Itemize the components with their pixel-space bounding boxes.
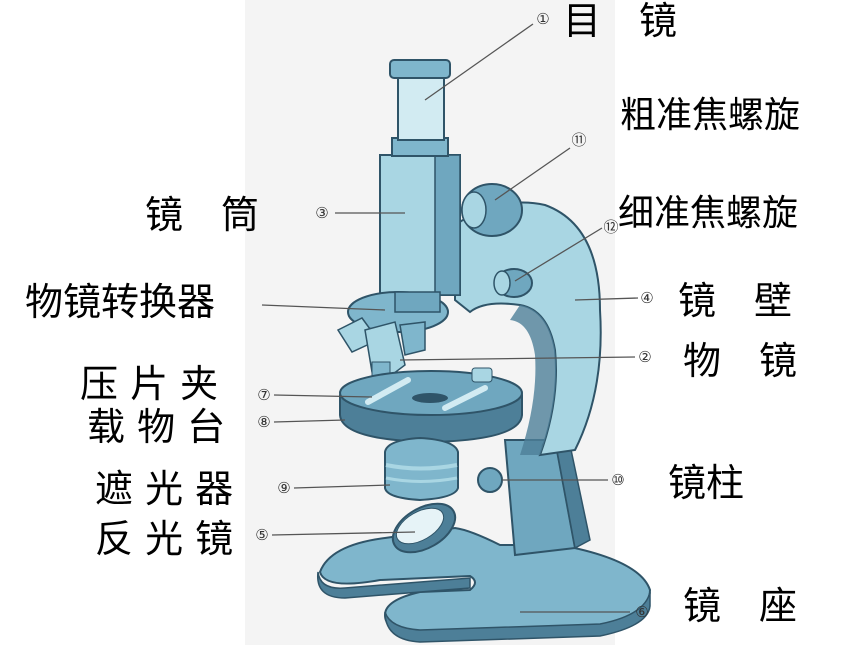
coarse-focus-knob	[461, 183, 523, 237]
label-eyepiece: 目 镜	[563, 0, 678, 43]
mirror	[391, 502, 457, 554]
label-mirror: 反 光 镜	[95, 517, 234, 561]
stage-top	[339, 370, 523, 416]
label-tube: 镜 筒	[145, 193, 260, 237]
label-base: 镜 座	[683, 584, 798, 628]
fine-focus-knob	[493, 268, 533, 298]
label-objective: 物 镜	[683, 339, 798, 383]
label-nosepiece: 物镜转换器	[25, 280, 216, 324]
leader-objective	[399, 356, 636, 361]
leader-arm	[574, 297, 639, 301]
body-tube-side	[434, 154, 461, 296]
nosepiece-neck	[394, 291, 441, 313]
stage-aperture	[412, 393, 448, 403]
number-markers: ① ⑪ ③ ⑫ ④ ② ⑦ ⑧ ⑨ ⑩ ⑤ ⑥	[255, 10, 653, 621]
marker-diaphragm: ⑨	[277, 479, 290, 497]
stage-clip-right	[442, 385, 488, 411]
label-clips: 压 片 夹	[80, 362, 219, 406]
base-left-foot	[317, 571, 471, 599]
marker-eyepiece: ①	[536, 10, 549, 28]
leader-clips	[273, 394, 373, 398]
leader-eyepiece	[424, 23, 534, 101]
leader-lines	[261, 23, 639, 613]
arm-shadow	[510, 305, 556, 455]
leader-mirror	[271, 531, 416, 536]
label-stage: 载 物 台	[87, 405, 226, 449]
marker-base: ⑥	[635, 603, 648, 621]
marker-arm: ④	[640, 289, 653, 307]
marker-objective: ②	[638, 348, 651, 366]
marker-tube: ③	[315, 204, 328, 222]
objective-lens-right	[399, 321, 426, 356]
leader-stage	[273, 419, 346, 423]
label-diaphragm: 遮 光 器	[95, 467, 234, 511]
marker-stage: ⑧	[257, 413, 270, 431]
leader-coarse-focus	[494, 147, 571, 201]
marker-pillar: ⑩	[611, 471, 624, 489]
eyepiece	[397, 71, 445, 141]
marker-fine-focus: ⑫	[603, 218, 618, 236]
marker-mirror: ⑤	[255, 526, 268, 544]
leader-nosepiece	[261, 304, 386, 311]
clip-post	[471, 367, 493, 383]
condenser-knob	[477, 467, 503, 493]
base-front	[384, 591, 651, 643]
marker-coarse-focus: ⑪	[571, 131, 586, 149]
marker-clips: ⑦	[257, 386, 270, 404]
label-arm: 镜 壁	[678, 279, 793, 323]
label-pillar: 镜柱	[668, 461, 745, 505]
leader-diaphragm	[293, 484, 391, 489]
stage-clip-left	[365, 377, 411, 405]
label-coarse-focus: 粗准焦螺旋	[620, 95, 801, 136]
label-fine-focus: 细准焦螺旋	[618, 193, 799, 234]
eyepiece-top	[389, 59, 451, 79]
leader-fine-focus	[514, 227, 603, 282]
